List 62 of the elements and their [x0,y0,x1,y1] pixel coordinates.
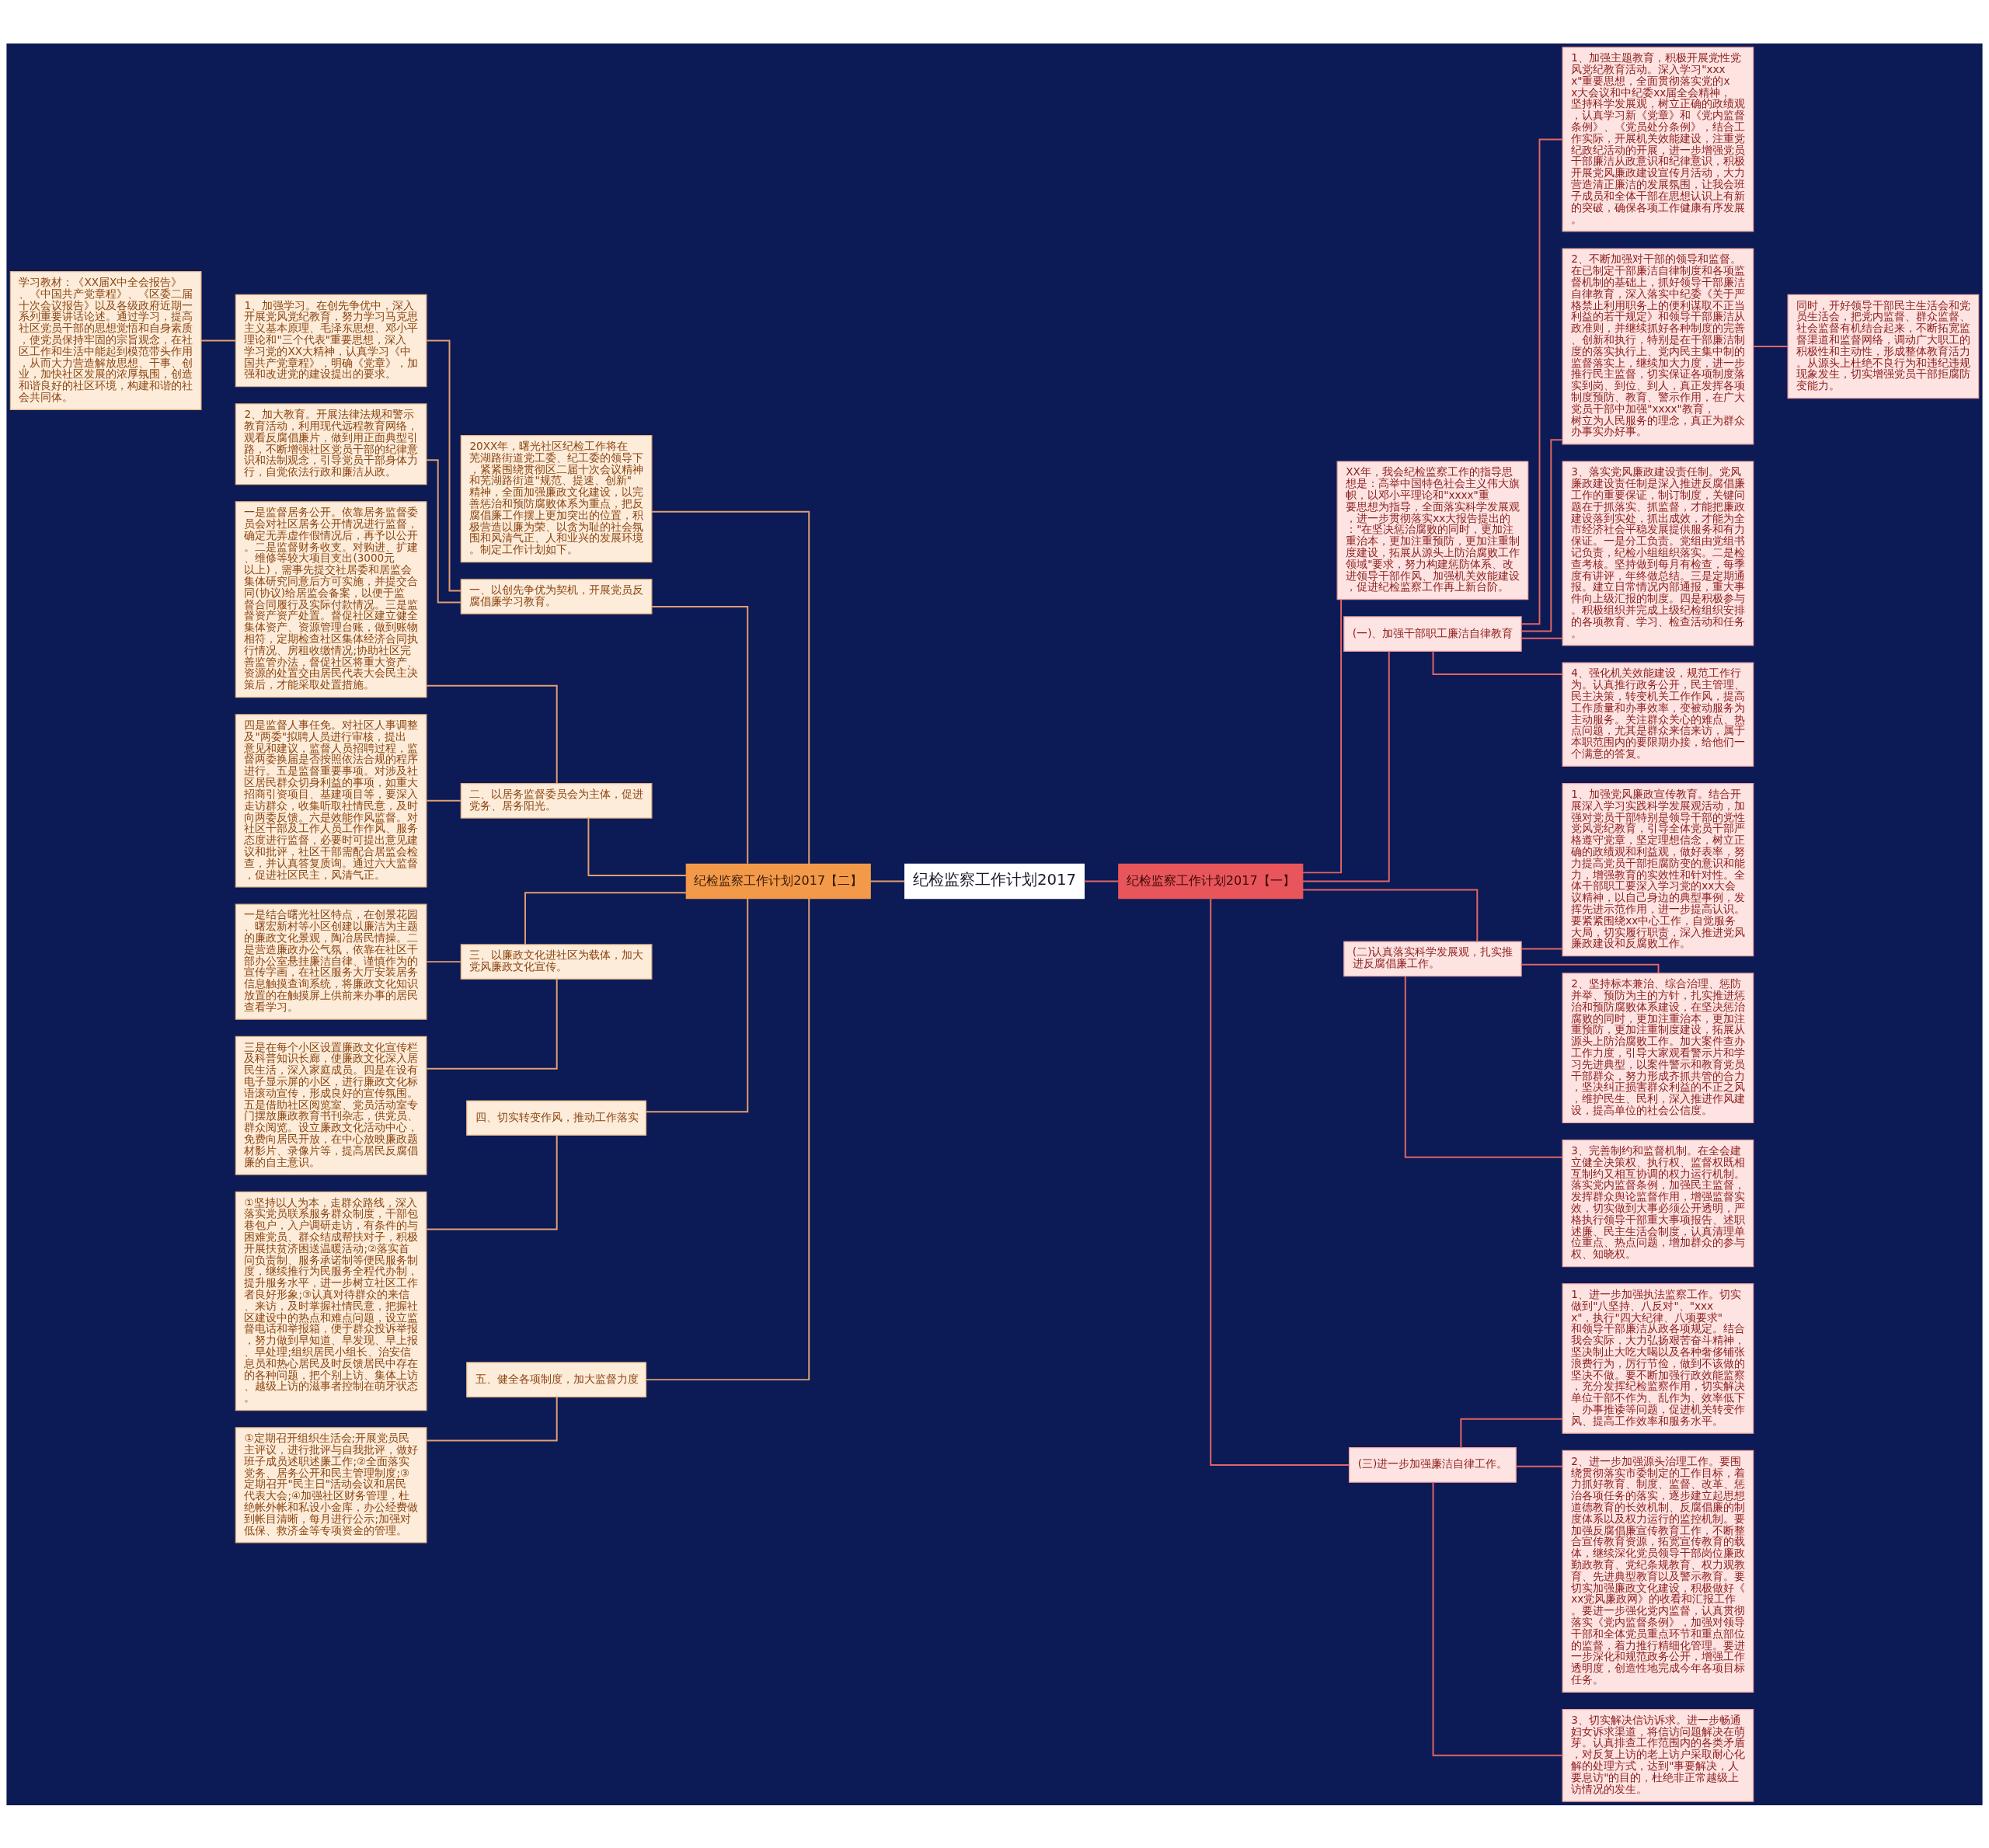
node-box: 3、落实党风廉政建设责任制。党风廉政建设责任制是深入推进反腐倡廉工作的重要保证，制订制度，关键问题在于抓落实、抓监督，才能把廉政建设落到实处，抓出成效，才能为全市经济社会平稳发展提供服务和有力保证。一是分工负责。党组由党组书记负责，纪检小组组织落实。二是检查考核。坚持做到每月有检查，每季度有讲评，年终做总结。三是定期通报。建立日常情况内部通报，重大事件向上级汇报的制度。四是积极参与。积极组织并完成上级纪检组织安排的各项教育、学习、检查活动和任务。 [1562,460,1754,646]
connector [426,960,462,962]
node-box: ①坚持以人为本，走群众路线，深入落实党员联系服务群众制度，干部包巷包户，入户调研走访，有条件的与困难党员、群众结成帮扶对子，积极开展扶贫济困送温暖活动;②落实首问负责制、服务承诺制等便民服务制度，继续推行为民服务全程代办制，提升服务水平，进一步树立社区工作者良好形象;③认真对待群众的来信、来访，及时掌握社情民意，把握社区建设中的热点和难点问题，设立监督电话和举报箱，便于群众投诉举报，努力做到早知道、早发现、早上报、早处理;组织居民小组长、治安信息员和热心居民及时反馈居民中存在的各种问题，把个别上访、集体上访、越级上访的滋事者控制在萌牙状态。 [235,1191,427,1411]
connector [426,458,462,603]
node-box: 2、加大教育。开展法律法规和警示教育活动，利用现代远程教育网络，观看反腐倡廉片，做到用正面典型引路，不断增强社区党员干部的纪律意识和法制观念，引导党员干部身体力行，自觉依法行政和廉洁从政。 [235,402,427,485]
connector [200,339,236,341]
connector [1515,1465,1563,1467]
node-box: 三是在每个小区设置廉政文化宣传栏及科普知识长廊，使廉政文化深入居民生活，深入家庭成员。四是在设有电子显示屏的小区，进行廉政文化标语滚动宣传，形成良好的宣传氛围。五是借助社区阅览室、党员活动室专门摆放廉政教育书刊杂志，供党员、群众阅览。设立廉政文化活动中心，免费向居民开放，在中心放映廉政题材影片、录像片等，提高居民反腐倡廉的自主意识。 [235,1035,427,1175]
connector [645,897,810,1380]
connector [1520,963,1660,974]
connector [1302,598,1343,873]
node-box: 2、不断加强对干部的领导和监督。在已制定干部廉洁自律制度和各项监督机制的基础上，抓好领导干部廉洁自律教育，深入落实中纪委《关于严格禁止利用职务上的便利谋取不正当利益的若干规定》和领导干部廉洁从政准则，并继续抓好各种制度的完善、创新和执行，特别是在干部廉洁制度的落实执行上、党内民主集中制的监督落实上，继续加大力度，进一步推行民主监督，切实保证各项制度落实到岗、到位、到人，真正发挥各项制度预防、教育、警示作用，在广大党员干部中加强"xxxx"教育，树立为人民服务的理念，真正为群众办事实办好事。 [1562,247,1754,444]
connector [1460,1418,1563,1449]
node-box: 纪检监察工作计划2017 [904,863,1085,899]
connector [869,880,906,882]
node-box: 1、进一步加强执法监察工作。切实做到"八坚持、八反对"、"xxxx"，执行"四大纪律、八项要求"和领导干部廉洁从政各项规定。结合我会实际，大力弘扬艰苦奋斗精神，坚决制止大吃大喝以及各种奢侈铺张浪费行为，厉行节俭，做到不该做的坚决不做。要不断加强行政效能监察，充分发挥纪检监察作用，切实解决单位干部不作为、乱作为、效率低下、办事推诿等问题，促进机关转变作风、提高工作效率和服务水平。 [1562,1282,1754,1434]
connector [1752,345,1789,347]
connector [1210,897,1350,1466]
connector [426,799,462,802]
connector [651,510,810,865]
connector [425,1134,558,1230]
node-box: 20XX年，曙光社区纪检工作将在芜湖路街道党工委、纪工委的领导下，紧紧围绕贯彻区二届十次会议精神和芜湖路街道"规范、提速、创新"精神，全面加强廉政文化建设，以完善惩治和预防腐败体系为重点，把反腐倡廉工作摆上更加突出的位置，积极营造以廉为荣、以贪为耻的社会氛围和风清气正、人和业兴的发展环境。制定工作计划如下。 [460,434,653,562]
node-box: 3、完善制约和监督机制。在全会建立健全决策权、执行权、监督权既相互制约又相互协调的权力运行机制。落实党内监督条例，加强民主监督，发挥群众舆论监督作用，增强监督实效，切实做到大事必须公开透明，严格执行领导干部重大事项报告、述职述廉、民主生活会制度，认真清理单位重点、热点问题，增加群众的参与权、知晓权。 [1562,1139,1754,1267]
connector [1404,975,1563,1158]
connector [651,605,749,865]
node-box: XX年，我会纪检监察工作的指导思想是：高举中国特色社会主义伟大旗帜，以邓小平理论和"xxxx"重要思想为指导，全面落实科学发展观，进一步贯彻落实xx大报告提出的："在坚决惩治腐败的同时，更加注重治本，更加注重预防，更加注重制度建设，拓展从源头上防治腐败工作领域"要求，努力构建惩防体系、改进领导干部作风、加强机关效能建设，促进纪检监察工作再上新台阶。 [1336,460,1529,600]
node-box: 纪检监察工作计划2017【一】 [1118,863,1304,899]
connector [425,978,558,1070]
node-box: 学习教材：《XX届X中全会报告》、《中国共产党章程》、《区委二届十次会议报告》以及各级政府近期一系列重要讲话论述。通过学习，提高社区党员干部的思想觉悟和自身素质，使党员保持牢固的宗旨观念，在社区工作和生活中能起到模范带头作用，从而大力营造解放思想、干事、创业，加快社区发展的浓厚氛围，创造和谐良好的社区环境，构建和谐的社会共同体。 [9,270,202,410]
node-box: (三)进一步加强廉洁自律工作。 [1348,1446,1517,1483]
node-box: 五、健全各项制度，加大监督力度 [466,1361,647,1397]
connector [1301,889,1479,942]
node-box: ①定期召开组织生活会;开展党员民主评议，进行批评与自我批评，做好班子成员述职述廉工作;②全面落实党务、居务公开和民主管理制度;③定期召开"民主日"活动会议和居民代表大会;④加强社区财务管理，杜绝帐外帐和私设小金库，办公经费做到帐目清晰，每月进行公示;加强对低保、救济金等专项资金的管理。 [235,1426,427,1543]
node-box: 1、加强主题教育，积极开展党性党风党纪教育活动。深入学习"xxxx"重要思想，全面贯彻落实党的xx大会议和中纪委xx届全会精神，坚持科学发展观，树立正确的政绩观，认真学习新《党章》和《党内监督条例》、《党员处分条例》，结合工作实际，开展机关效能建设，注重党纪政纪活动的开展，进一步增强党员干部廉洁从政意识和纪律意识，积极开展党风廉政建设宣传月活动，大力营造清正廉洁的发展氛围，让我会班子成员和全体干部在思想认识上有新的突破，确保各项工作健康有序发展。 [1562,46,1754,231]
node-box: 1、加强党风廉政宣传教育。结合开展深入学习实践科学发展观活动，加强对党员干部特别是领导干部的党性党风党纪教育，引导全体党员干部严格遵守党章，坚定理想信念，树立正确的政绩观和利益观，做好表率，努力提高党员干部拒腐防变的意识和能力，增强教育的实效性和针对性。全体干部职工要深入学习党的xx大会议精神，以自己身边的典型事例，发挥先进示范作用，进一步提高认识。要紧紧围绕xx中心工作，自觉服务大局，切实履行职责，深入推进党风廉政建设和反腐败工作。 [1562,782,1754,956]
connector [425,684,558,784]
connector [1083,880,1120,882]
node-box: 二、以居务监督委员会为主体，促进党务、居务阳光。 [460,782,653,819]
node-box: 一是监督居务公开。依靠居务监督委员会对社区居务公开情况进行监督，确定无弄虚作假情况后，再予以公开。二是监督财务收支。对购进、扩建、维修等较大项目支出(3000元以上)，需事先提交社居委和居监会集体研究同意后方可实施，并提交合同(协议)给居监会备案，以便于监督合同履行及实际付款情况。三是监督资产资产处置。督促社区建立健全集体资产、资源管理台账，做到账物相符，定期检查社区集体经济合同执行情况、房租收缴情况;协助社区完善监管办法，督促社区将重大资产、资源的处置交由居民代表大会民主决策后，才能采取处置措施。 [235,500,427,698]
node-box: 一是结合曙光社区特点，在创景花园、曙宏新村等小区创建以廉洁为主题的廉政文化景观，陶冶居民情操。二是营造廉政办公气氛，依靠在社区干部办公室悬挂廉洁自律、谨慎作为的宣传字画，在社区服务大厅安装居务信息触摸查询系统，将廉政文化知识放置的在触摸屏上供前来办事的居民查看学习。 [235,903,427,1020]
connector [1302,650,1390,882]
node-box: (一)、加强干部职工廉洁自律教育 [1343,615,1522,652]
connector [1520,637,1563,639]
node-box: 四是监督人事任免。对社区人事调整及"两委"拟聘人员进行审核，提出意见和建议，监督人员招聘过程，监督两委换届是否按照依法合规的程序进行。五是监督重要事项。对涉及社区居民群众切身利益的事项，如重大招商引资项目、基建项目等，要深入走访群众，收集听取社情民意，及时向两委反馈。六是效能作风监督。对社区干部及工作人员工作作风、服务态度进行监督，必要时可提出意见建议和批评，社区干部需配合居监会检查，并认真答复质询。通过六大监督，促进社区民主，风清气正。 [235,713,427,887]
node-box: 三、以廉政文化进社区为载体，加大党风廉政文化宣传。 [460,943,653,980]
node-box: 纪检监察工作计划2017【二】 [685,863,871,899]
node-box: 2、进一步加强源头治理工作。要围绕贯彻落实市委制定的工作目标，着力抓好教育、制度、监督、改革、惩治各项任务的落实，逐步建立起思想道德教育的长效机制、反腐倡廉的制度体系以及权力运行的监控机制。要加强反腐倡廉宣传教育工作，不断整合宣传教育资源，拓宽宣传教育的载体，继续深化党员领导干部岗位廉政勤政教育、党纪条规教育、权力观教育、先进典型教育以及警示教育。要切实加强廉政文化建设，积极做好《xx党风廉政网》的收看和汇报工作。要进一步强化党内监督，认真贯彻落实《党内监督条例》，加强对领导干部和全体党员重点环节和重点部位的监督，着力推行精细化管理。要进一步深化和规范政务公开，增强工作透明度，创造性地完成今年各项目标任务。 [1562,1450,1754,1693]
node-box: 一、以创先争优为契机，开展党员反腐倡廉学习教育。 [460,578,653,614]
node-box: 同时，开好领导干部民主生活会和党员生活会，把党内监督、群众监督、社会监督有机结合起来，不断拓宽监督渠道和监督网络，调动广大职工的积极性和主动性，形成整体教育活力。从源头上杜绝不良行为和违纪违规现象发生，切实增强党员干部拒腐防变能力。 [1787,294,1980,398]
connector [1520,948,1563,949]
connector [425,1395,558,1441]
node-box: 4、强化机关效能建设，规范工作行为。认真推行政务公开，民主管理、民主决策，转变机关工作作风，提高工作质量和办事效率，变被动服务为主动服务。关注群众关心的难点、热点问题，尤其是群众来信来访，属于本职范围内的要限期办接，给他们一个满意的答复。 [1562,662,1754,767]
connector [1432,1481,1563,1756]
connector [1520,438,1563,632]
node-box: 1、加强学习。在创先争优中，深入开展党风党纪教育，努力学习马克思主义基本原理、毛泽东思想、邓小平理论和"三个代表"重要思想，深入学习党的XX大精神，认真学习《中国共产党章程》，明确《党章》，加强和改进党的建设提出的要求。 [235,294,427,387]
node-box: 3、切实解决信访诉求。进一步畅通妇女诉求渠道，将信访问题解决在萌芽。认真排查工作范围内的各类矛盾，对反复上访的老上访户采取耐心化解的处理方式，达到"事要解决，人要息访"的目的，杜绝非正常越级上访情况的发生。 [1562,1708,1754,1802]
connector [524,891,688,945]
connector [645,897,749,1112]
node-box: 2、坚持标本兼治、综合治理、惩防并举、预防为主的方针，扎实推进惩治和预防腐败体系建设，在坚决惩治腐败的同时，更加注重治本，更加注重预防，更加注重制度建设，拓展从源头上防治腐败工作。加大案件查办工作力度，引导大家观看警示片和学习先进典型，以案件警示和教育党员干部群众，努力形成齐抓共管的合力，坚决纠正损害群众利益的不正之风，维护民生、民利，深入推进作风建设，提高单位的社会公信度。 [1562,972,1754,1123]
node-box: 四、切实转变作风，推动工作落实 [466,1099,647,1136]
node-box: (二)认真落实科学发展观，扎实推进反腐倡廉工作。 [1343,941,1522,976]
connector [587,816,688,876]
